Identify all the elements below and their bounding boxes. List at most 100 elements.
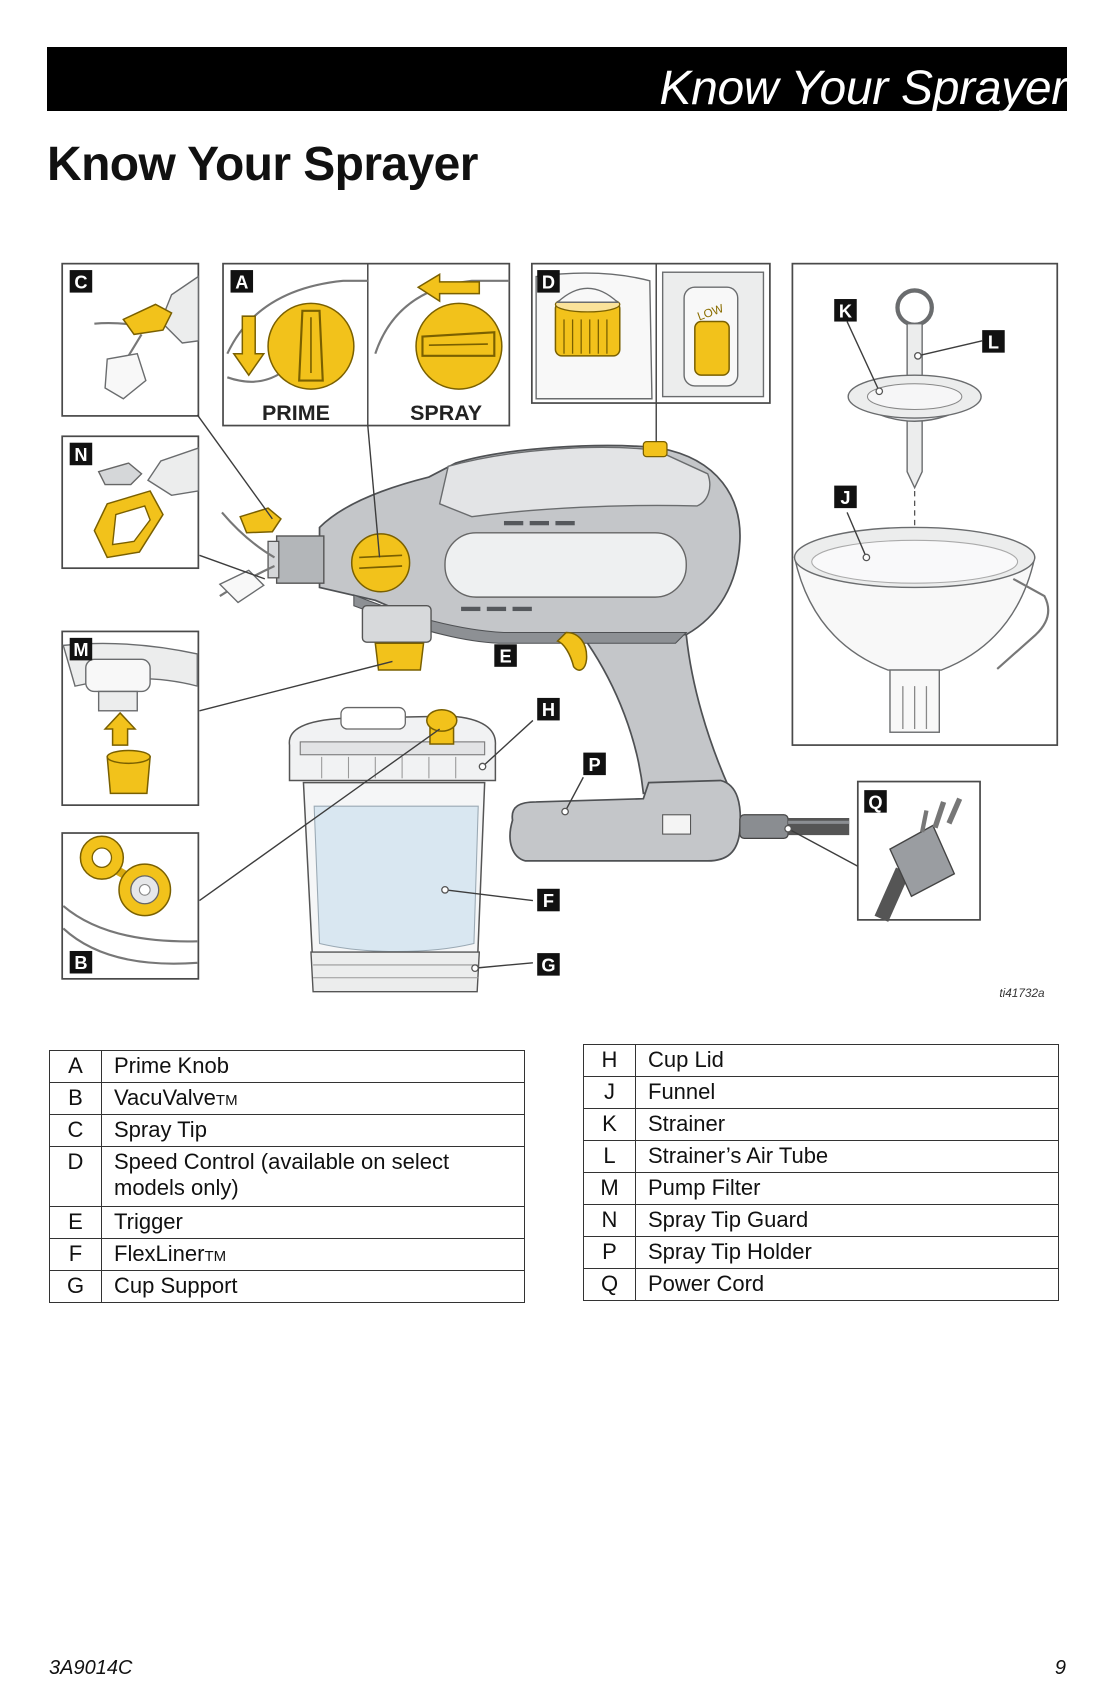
cup-lid-curve: [62, 927, 198, 965]
label-box: [494, 644, 517, 667]
label-box: [69, 637, 93, 661]
label-box: [834, 299, 857, 322]
label-letter: G: [541, 955, 555, 975]
label-letter: N: [74, 445, 87, 465]
knob-slot-line: [359, 565, 403, 570]
page-title: Know Your Sprayer: [47, 138, 478, 191]
part-name: Funnel: [635, 1076, 1059, 1109]
sprayer-handle: [586, 633, 731, 795]
nozzle-ring: [267, 540, 280, 579]
label-letter: D: [542, 272, 555, 292]
vent: [555, 520, 575, 526]
leader-p: [564, 776, 584, 812]
spray-knob-detail: [415, 302, 503, 390]
part-name: Spray Tip: [101, 1114, 525, 1147]
callout-label-c: C: [69, 270, 93, 293]
part-name: Cup Lid: [635, 1044, 1059, 1077]
label-letter: F: [543, 891, 554, 911]
callout-label-d: D: [537, 270, 560, 293]
callout-label-b: B: [69, 950, 93, 974]
gun-body-outline-prime: [226, 279, 368, 355]
callout-label-f: F: [537, 888, 560, 912]
part-key: F: [49, 1238, 102, 1271]
prime-position-label: PRIME: [262, 401, 330, 425]
parts-row: Q Power Cord: [583, 1268, 1059, 1301]
part-key: G: [49, 1270, 102, 1303]
spray-tip-main: [239, 507, 282, 534]
page-number: 9: [1054, 1657, 1066, 1679]
arrow-left-icon: [416, 273, 481, 303]
prime-knob-slot: [298, 309, 324, 382]
part-key: M: [583, 1172, 636, 1205]
label-letter: M: [73, 640, 88, 660]
label-box: [537, 270, 560, 293]
part-name-text: VacuValve: [114, 1085, 216, 1110]
leader-n: [199, 554, 266, 580]
sprayer-top-cover: [438, 446, 711, 518]
leader-c: [196, 414, 273, 520]
tip-guard-opening: [111, 505, 151, 546]
figure-id: ti41732a: [999, 987, 1045, 1000]
plug-prong: [932, 801, 947, 829]
spray-tip-detail: [122, 303, 173, 336]
spray-position-label: SPRAY: [410, 401, 482, 425]
label-letter: E: [499, 647, 511, 667]
leader-j: [846, 512, 868, 558]
tip-guard-ring: [104, 352, 147, 400]
part-name-text: FlexLiner: [114, 1241, 205, 1266]
parts-row: G Cup Support: [49, 1270, 525, 1303]
part-key: J: [583, 1076, 636, 1109]
plug-ground-pin: [920, 810, 929, 833]
vent: [529, 520, 549, 526]
parts-table-left: A Prime Knob B VacuValveTM C Spray Tip D…: [49, 1050, 525, 1303]
parts-row: F FlexLinerTM: [49, 1238, 525, 1271]
label-box: [69, 270, 93, 293]
parts-row: K Strainer: [583, 1108, 1059, 1141]
label-letter: B: [74, 953, 87, 973]
gun-barrel-detail: [160, 275, 200, 344]
sprayer-base: [509, 779, 742, 862]
parts-row: J Funnel: [583, 1076, 1059, 1109]
tip-guard-main-loop: [218, 569, 265, 604]
trigger: [556, 631, 588, 671]
part-key: Q: [583, 1268, 636, 1301]
label-letter: L: [988, 332, 999, 352]
leader-k: [846, 321, 880, 392]
callout-label-p: P: [583, 752, 606, 776]
callout-label-a: A: [230, 270, 254, 293]
parts-row: C Spray Tip: [49, 1114, 525, 1147]
callout-label-q: Q: [864, 790, 887, 813]
running-header-title: Know Your Sprayer: [659, 62, 1067, 115]
part-name: Power Cord: [635, 1268, 1059, 1301]
leader-dot: [561, 807, 569, 816]
leader-dot: [875, 387, 884, 396]
leader-h: [482, 719, 534, 768]
part-key: E: [49, 1206, 102, 1239]
label-letter: C: [74, 272, 87, 292]
prime-knob-main: [350, 533, 411, 593]
sprayer-nozzle: [275, 535, 325, 584]
label-letter: Q: [868, 792, 882, 812]
callout-label-e: E: [494, 644, 517, 667]
leader-endpoints: [441, 352, 922, 972]
leader-dot: [471, 964, 479, 972]
part-key: N: [583, 1204, 636, 1237]
parts-row: B VacuValveTM: [49, 1082, 525, 1115]
part-key: P: [583, 1236, 636, 1269]
label-box: [834, 485, 857, 509]
part-name: Spray Tip Holder: [635, 1236, 1059, 1269]
spray-tip-gray: [97, 462, 143, 486]
label-letter: K: [839, 301, 852, 321]
speed-dial-cap: [555, 287, 620, 303]
trademark-mark: TM: [204, 1248, 227, 1265]
leader-l: [917, 340, 983, 357]
label-box: [583, 752, 606, 776]
spray-knob-slot: [421, 331, 496, 357]
gun-barrel-detail: [146, 447, 200, 496]
funnel-body: [793, 556, 1036, 671]
leader-dot: [478, 762, 487, 771]
funnel-handle: [996, 577, 1050, 670]
pump-filter-lip: [106, 749, 151, 765]
part-name: Strainer’s Air Tube: [635, 1140, 1059, 1173]
cup-lid-collar: [299, 741, 486, 756]
